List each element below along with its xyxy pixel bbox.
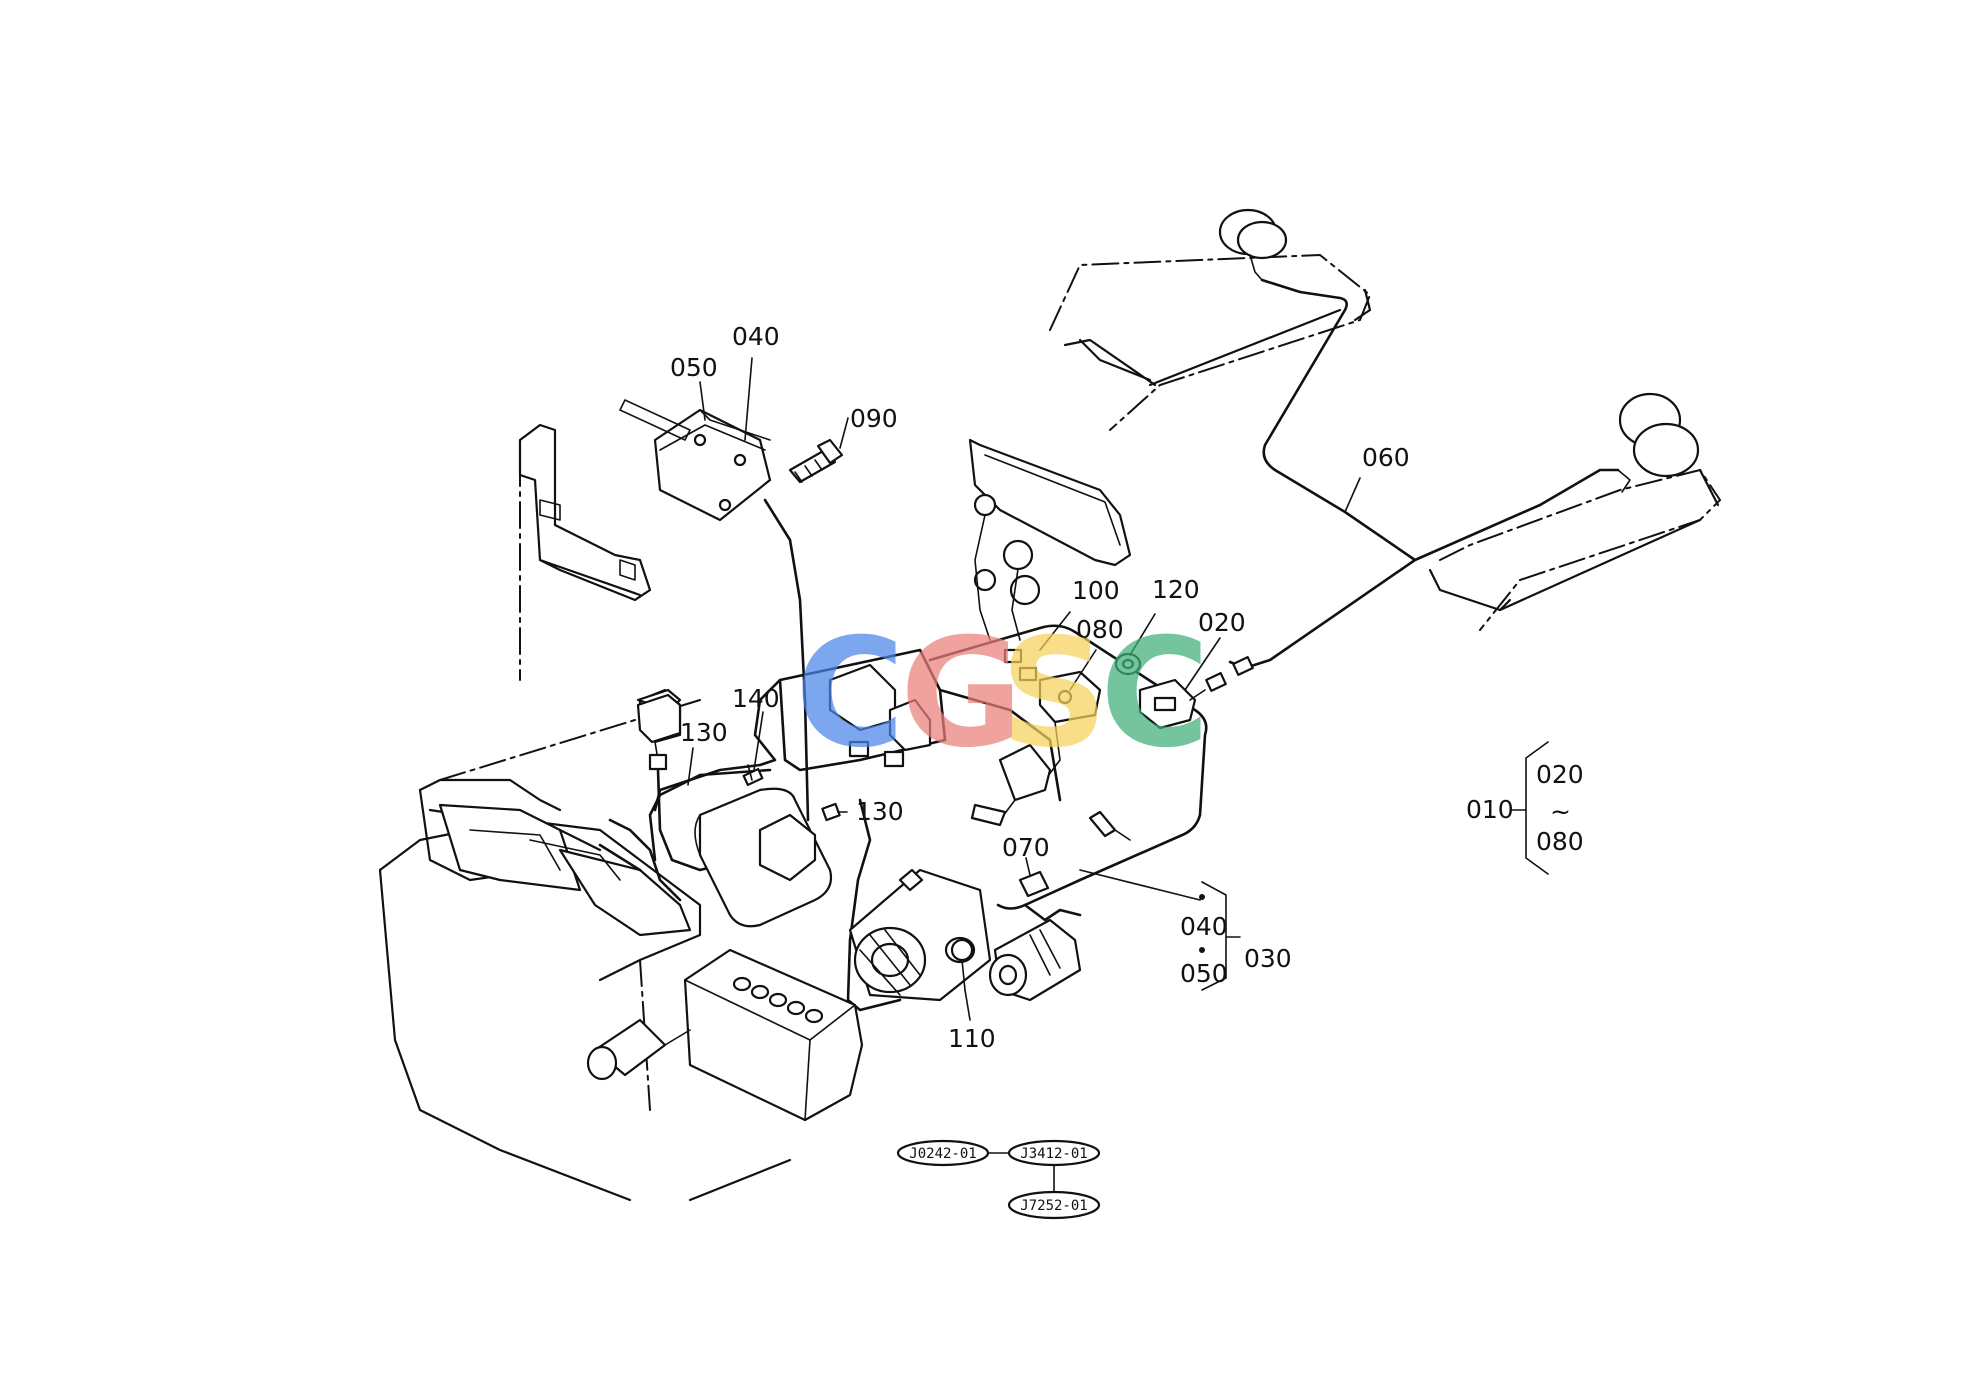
label-120: 120 (1152, 575, 1200, 604)
switch-080 (1038, 670, 1102, 781)
main-harness-lower (938, 688, 1062, 802)
part-labels: 040 050 090 060 100 120 080 020 140 130 … (670, 322, 1584, 1053)
solenoid-cylinder (694, 787, 833, 928)
main-harness-left (653, 678, 782, 812)
label-080: 080 (1076, 615, 1124, 644)
watermark-letter-3: S (1000, 607, 1108, 781)
label-040-bottom: 040 (1180, 912, 1228, 941)
rear-fender-right (1428, 468, 1722, 631)
watermark: C G S C (795, 607, 1210, 781)
main-harness-inner (778, 648, 947, 772)
watermark-letter-2: G (900, 607, 1023, 781)
fuse-140 (742, 764, 764, 787)
label-140: 140 (732, 684, 780, 713)
controller-lead (763, 498, 810, 822)
instrument-panel (968, 438, 1132, 641)
harness-to-starter (1023, 903, 1082, 922)
headlight-cluster (438, 803, 692, 937)
label-040-top: 040 (732, 322, 780, 351)
connector-130-mid (821, 802, 841, 822)
label-130-mid: 130 (856, 797, 904, 826)
horn (586, 1018, 691, 1081)
ref-1: J0242-01 (909, 1146, 976, 1162)
bolt-090 (788, 438, 844, 484)
watermark-letter-4: C (1100, 607, 1210, 781)
rear-fender-left (1049, 253, 1372, 431)
rear-lamp-right (1617, 392, 1700, 493)
mounting-bracket (518, 423, 652, 681)
watermark-letter-1: C (795, 607, 905, 781)
switch-020 (1138, 678, 1206, 730)
ref-3: J7252-01 (1020, 1198, 1087, 1214)
label-100: 100 (1072, 576, 1120, 605)
label-130-left: 130 (680, 718, 728, 747)
ref-oval-3 (1007, 1190, 1101, 1220)
handle-switch (970, 743, 1052, 827)
label-080-group: 080 (1536, 827, 1584, 856)
controller-box (619, 399, 772, 522)
main-harness-loop (928, 624, 1208, 910)
label-110: 110 (948, 1024, 996, 1053)
label-090: 090 (850, 404, 898, 433)
clamp-110 (950, 938, 974, 991)
label-050-top: 050 (670, 353, 718, 382)
ring-terminal-120 (1114, 652, 1142, 676)
label-030: 030 (1244, 944, 1292, 973)
label-010: 010 (1466, 795, 1514, 824)
bracket-030 (1199, 881, 1241, 991)
label-020: 020 (1198, 608, 1246, 637)
harness-down-to-alt (846, 798, 902, 1012)
rear-lamp-left (1218, 208, 1288, 281)
sensor-pin (1088, 810, 1131, 841)
label-060: 060 (1362, 443, 1410, 472)
bracket-010 (1511, 741, 1549, 875)
leader-lines (687, 357, 1361, 1021)
label-020-group: 020 (1536, 760, 1584, 789)
ref-2: J3412-01 (1020, 1146, 1087, 1162)
label-070: 070 (1002, 833, 1050, 862)
relay-box-130 (636, 693, 682, 744)
starter-motor (988, 918, 1082, 1002)
reference-ovals: J0242-01 J3412-01 J7252-01 (896, 1139, 1101, 1220)
connector-070 (1018, 870, 1050, 898)
headlight-wiring (598, 818, 682, 902)
rear-harness-branch (1228, 558, 1417, 670)
rear-harness-060 (1260, 278, 1620, 562)
connector-rear (1232, 656, 1254, 676)
relay-cluster (828, 648, 1038, 768)
battery (683, 948, 864, 1122)
alternator-110 (848, 868, 992, 1002)
label-range-tilde: ~ (1550, 797, 1571, 826)
label-050-bottom: 050 (1180, 959, 1228, 988)
connector-rear-2 (1205, 672, 1227, 692)
